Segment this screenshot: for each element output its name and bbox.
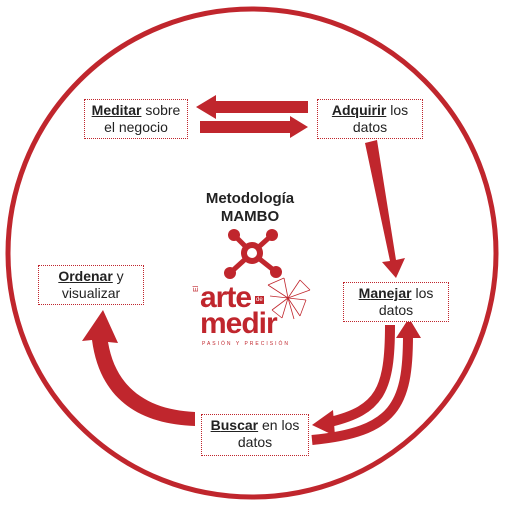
step-meditar-keyword: Meditar (91, 102, 142, 118)
arrow-buscar-to-ordenar (82, 310, 195, 426)
step-ordenar-line1-rest: y (112, 268, 124, 284)
step-ordenar: Ordenar y visualizar (38, 265, 144, 305)
step-adquirir-line1-rest: los (386, 102, 409, 118)
logo-medir: medir (200, 307, 278, 340)
step-adquirir-keyword: Adquirir (331, 102, 387, 118)
logo-tagline: PASIÓN Y PRECISIÓN (202, 341, 290, 347)
arrow-buscar-to-manejar-head (396, 318, 421, 338)
step-adquirir-line2: datos (352, 119, 388, 135)
arrow-meditar-to-adquirir (200, 116, 308, 138)
logo-starburst (267, 277, 311, 320)
step-manejar-keyword: Manejar (358, 285, 412, 301)
step-buscar-line2: datos (237, 434, 273, 450)
step-buscar: Buscar en los datos (201, 414, 309, 456)
outer-ring (5, 6, 499, 500)
step-ordenar-line2: visualizar (61, 285, 121, 301)
arrow-adquirir-to-manejar (365, 140, 405, 278)
arrow-manejar-to-buscar (328, 324, 395, 427)
step-buscar-line1-rest: en los (258, 417, 300, 433)
step-meditar-line2: el negocio (104, 119, 168, 135)
step-meditar: Meditar sobre el negocio (84, 99, 188, 139)
diagram-title-line2: MAMBO (220, 208, 280, 225)
step-buscar-keyword: Buscar (210, 417, 259, 433)
logo-arte: arte (200, 281, 252, 314)
diagram-title: Metodología MAMBO (190, 190, 310, 226)
logo-el: El (193, 285, 200, 292)
step-manejar: Manejar los datos (343, 282, 449, 322)
arrow-adquirir-to-meditar (196, 95, 308, 119)
step-adquirir: Adquirir los datos (317, 99, 423, 139)
step-manejar-line2: datos (378, 302, 414, 318)
arrow-manejar-to-buscar-head (312, 410, 335, 436)
step-manejar-line1-rest: los (411, 285, 434, 301)
arrow-buscar-to-manejar (311, 334, 413, 445)
step-ordenar-keyword: Ordenar (58, 268, 113, 284)
logo-de: de (255, 296, 264, 304)
network-node-icon (224, 229, 282, 279)
diagram-title-line1: Metodología (205, 190, 295, 207)
step-meditar-line1-rest: sobre (141, 102, 181, 118)
